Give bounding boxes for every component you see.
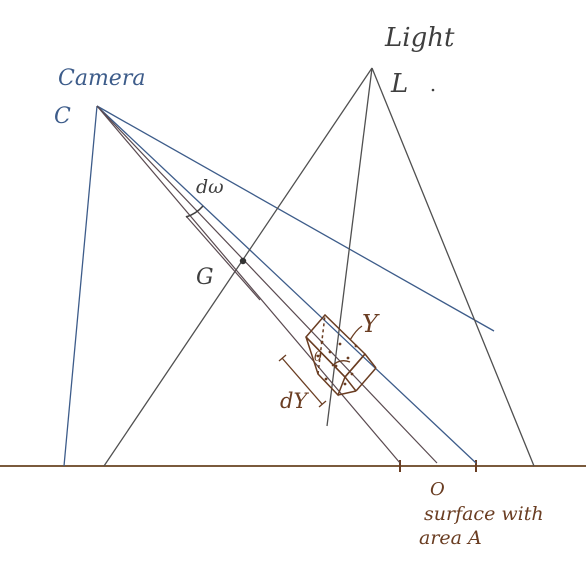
cube-particles <box>316 340 358 386</box>
point-g <box>239 257 247 265</box>
light-dot <box>431 88 435 92</box>
y-label: Y <box>362 310 380 338</box>
theta-arc <box>331 360 351 367</box>
y-leader <box>349 325 363 341</box>
camera-ray-bundle <box>96 105 438 464</box>
dy-dimension <box>278 354 327 408</box>
light-letter-label: L <box>390 69 408 99</box>
dw-label: dω <box>196 176 224 198</box>
theta-label: θ <box>314 350 322 365</box>
camera-label: Camera <box>58 66 145 91</box>
origin-label: O <box>430 479 445 500</box>
g-label: G <box>196 265 214 290</box>
light-label: Light <box>384 23 455 53</box>
surface-label-line2: area A <box>419 527 482 549</box>
surface-label-line1: surface with <box>424 503 544 525</box>
volume-element-cube <box>304 313 377 397</box>
dy-label: dY <box>280 389 309 413</box>
dw-arc <box>185 205 204 218</box>
camera-letter-label: C <box>54 104 71 129</box>
camera-frustum <box>63 105 495 467</box>
